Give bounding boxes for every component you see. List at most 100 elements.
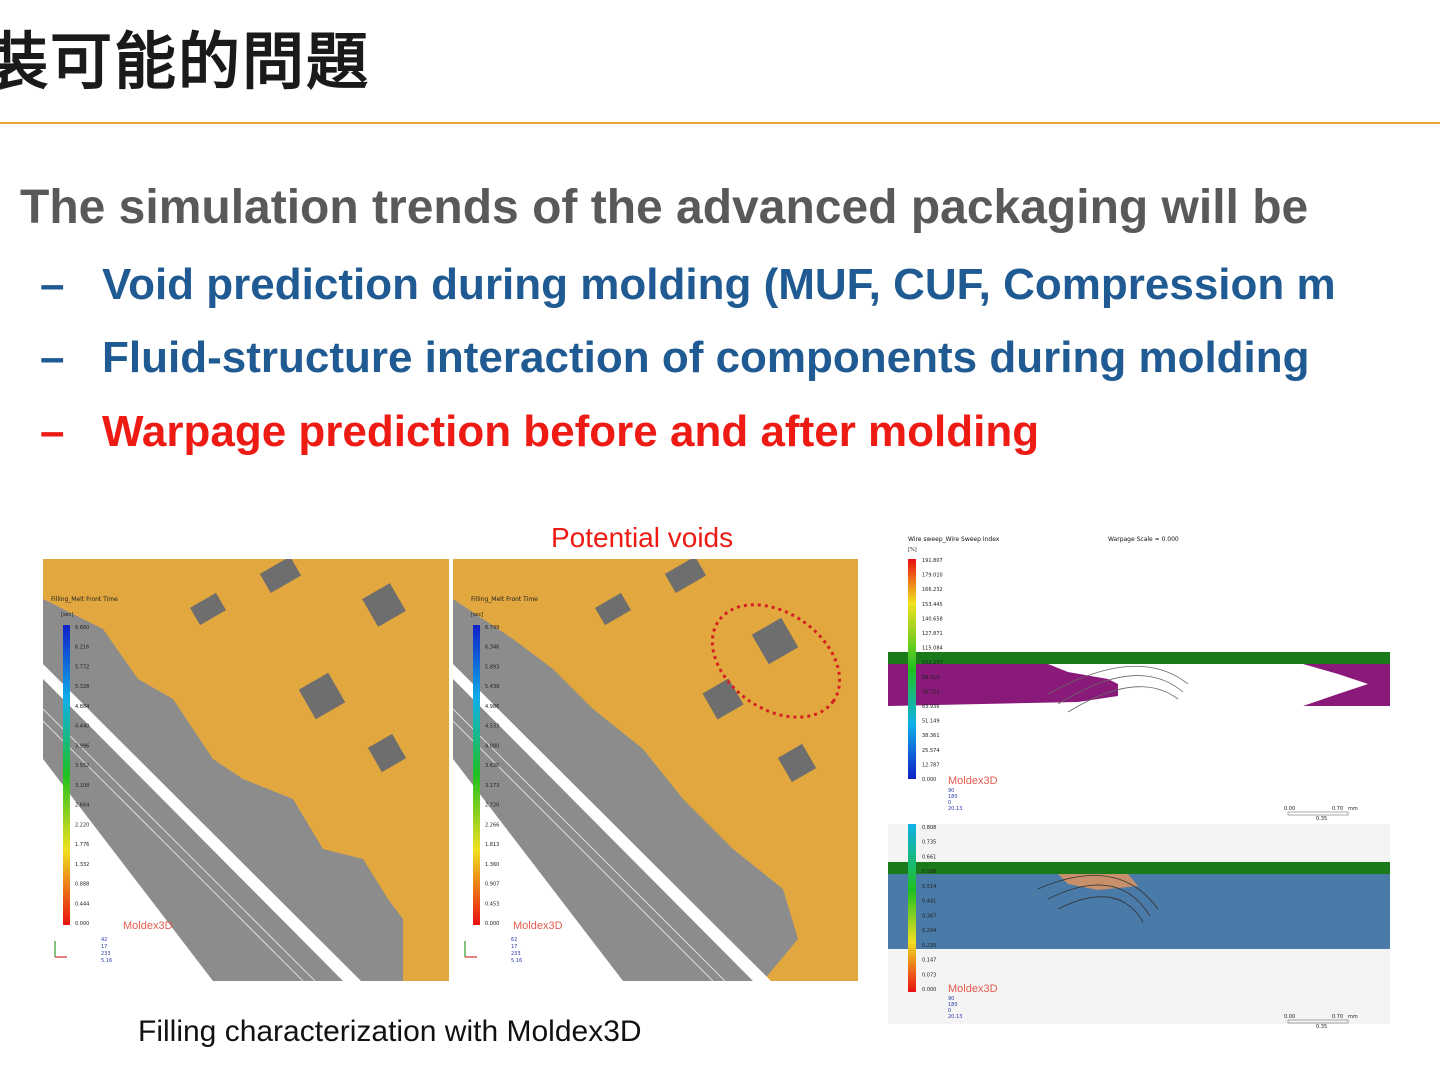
legend-tick-label: 3.173	[485, 783, 499, 789]
legend-tick-label: 4.884	[75, 704, 89, 710]
legend-tick-label: 140.658	[922, 616, 943, 622]
legend-tick-label: 76.723	[922, 689, 940, 695]
svg-text:0: 0	[948, 800, 951, 806]
legend-tick-label: 6.660	[75, 625, 89, 631]
svg-text:17: 17	[511, 944, 517, 950]
legend-tick-label: 0.588	[922, 869, 936, 875]
legend-tick-label: 4.080	[485, 743, 499, 749]
color-scale-bar	[63, 625, 70, 925]
scale-bar	[1287, 1019, 1349, 1024]
legend-tick-label: 2.220	[75, 822, 89, 828]
legend-tick-label: 102.297	[922, 660, 943, 666]
legend-tick-label: 3.108	[75, 783, 89, 789]
filling-sim-image-1: Filling_Melt Front Time [sec] 6.6606.216…	[43, 559, 449, 981]
legend-tick-label: 0.907	[485, 882, 499, 888]
svg-text:5.16: 5.16	[101, 958, 112, 964]
warp-title-left: Wire sweep_Wire Sweep Index	[908, 536, 1000, 543]
svg-text:233: 233	[101, 951, 111, 957]
svg-text:0: 0	[948, 1008, 951, 1014]
legend-tick-label: 5.439	[485, 684, 499, 690]
bullet-text: Void prediction during molding (MUF, CUF…	[102, 260, 1336, 309]
svg-text:180: 180	[948, 794, 958, 800]
potential-voids-label: Potential voids	[551, 522, 734, 553]
warpage-sim-image: Wire sweep_Wire Sweep Index Warpage Scal…	[888, 536, 1390, 1030]
legend-tick-label: 115.084	[922, 646, 943, 652]
scale-bar	[1287, 811, 1349, 816]
svg-text:90: 90	[948, 788, 954, 794]
svg-text:20.13: 20.13	[948, 1014, 962, 1020]
legend-tick-label: 166.232	[922, 587, 943, 593]
legend-tick-label: 6.799	[485, 625, 499, 631]
svg-text:mm: mm	[1348, 1014, 1358, 1020]
legend-tick-label: 0.514	[922, 884, 936, 890]
legend-tick-label: 153.445	[922, 602, 943, 608]
legend-tick-label: 4.440	[75, 724, 89, 730]
axis-triad-icon	[464, 941, 477, 958]
svg-text:0.00: 0.00	[1284, 1014, 1295, 1020]
svg-text:90: 90	[948, 996, 954, 1002]
legend-title: Filling_Melt Front Time	[51, 596, 118, 603]
svg-text:0.35: 0.35	[1316, 1024, 1327, 1030]
legend-tick-label: 2.266	[485, 822, 499, 828]
legend-title: Filling_Melt Front Time	[471, 596, 538, 603]
legend-unit: [sec]	[471, 612, 483, 618]
legend-tick-label: 3.626	[485, 763, 499, 769]
svg-text:mm: mm	[1348, 806, 1358, 812]
svg-text:0.70: 0.70	[1332, 806, 1343, 812]
slide-title: 裝可能的問題	[0, 25, 371, 98]
legend-tick-label: 38.361	[922, 733, 940, 739]
legend-tick-label: 25.574	[922, 748, 940, 754]
legend-tick-label: 5.772	[75, 664, 89, 670]
legend-tick-label: 1.360	[485, 862, 499, 868]
color-scale-bar	[473, 625, 480, 925]
lead-text: The simulation trends of the advanced pa…	[20, 181, 1309, 234]
legend-tick-label: 2.664	[75, 803, 89, 809]
legend-tick-label: 0.661	[922, 854, 936, 860]
legend-tick-label: 0.441	[922, 899, 936, 905]
legend-tick-label: 0.735	[922, 840, 936, 846]
svg-text:20.13: 20.13	[948, 806, 962, 812]
warp-title-right: Warpage Scale = 0.000	[1108, 536, 1179, 543]
bullet-dash: –	[40, 260, 65, 309]
legend-tick-label: 0.000	[75, 921, 89, 927]
void-highlight-ellipse	[710, 603, 842, 719]
legend-tick-label: 2.720	[485, 803, 499, 809]
filling-caption: Filling characterization with Moldex3D	[138, 1015, 642, 1048]
svg-text:17: 17	[101, 944, 107, 950]
brand-label: Moldex3D	[513, 920, 563, 932]
svg-text:180: 180	[948, 1002, 958, 1008]
bullet-dash: –	[40, 407, 65, 456]
color-scale-bar	[908, 559, 916, 779]
legend-tick-label: 0.000	[922, 777, 936, 783]
svg-text:0.35: 0.35	[1316, 816, 1327, 822]
legend-tick-label: 4.986	[485, 704, 499, 710]
legend-tick-label: 0.073	[922, 972, 936, 978]
brand-label: Moldex3D	[948, 983, 998, 995]
legend-tick-label: 12.787	[922, 762, 940, 768]
legend-tick-label: 6.346	[485, 645, 499, 651]
brand-label: Moldex3D	[948, 775, 998, 787]
warpage-sim-panels: Wire sweep_Wire Sweep Index Warpage Scal…	[888, 534, 1390, 1034]
legend-tick-label: 3.552	[75, 763, 89, 769]
bullet-item-fsi: –Fluid-structure interaction of componen…	[40, 333, 1310, 383]
legend-tick-label: 63.936	[922, 704, 940, 710]
legend-tick-label: 0.000	[922, 987, 936, 993]
legend-tick-label: 179.010	[922, 573, 943, 579]
svg-text:42: 42	[101, 937, 107, 943]
legend-tick-label: 0.000	[485, 921, 499, 927]
filling-sim-panel-2: Filling_Melt Front Time [sec] 6.799 6.346…	[453, 559, 858, 981]
legend-tick-label: 1.776	[75, 842, 89, 848]
bullet-item-void: –Void prediction during molding (MUF, CU…	[40, 260, 1336, 310]
legend-tick-label: 0.453	[485, 901, 499, 907]
legend-tick-label: 0.808	[922, 825, 936, 831]
legend-tick-label: 89.510	[922, 675, 940, 681]
filling-sim-image-2: Filling_Melt Front Time [sec] 6.799 6.346…	[453, 559, 858, 981]
legend-tick-label: 0.888	[75, 882, 89, 888]
title-divider	[0, 122, 1440, 124]
bullet-text: Fluid-structure interaction of component…	[102, 333, 1310, 382]
legend-tick-label: 1.332	[75, 862, 89, 868]
warp-unit: [%]	[908, 547, 917, 553]
svg-text:0.00: 0.00	[1284, 806, 1295, 812]
color-scale-bar	[908, 824, 916, 992]
bullet-dash: –	[40, 333, 65, 382]
